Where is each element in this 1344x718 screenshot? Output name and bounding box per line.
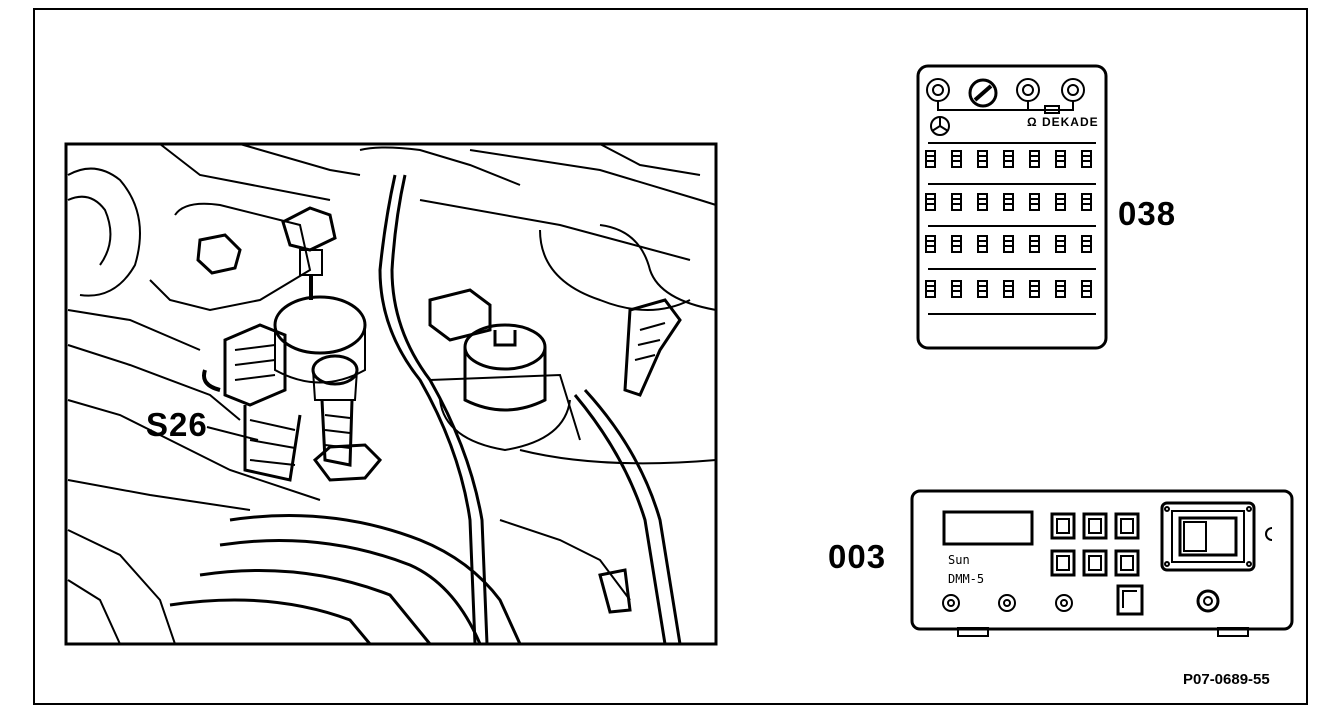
decade-switch-icon [925,235,936,253]
decade-switch-icon [1081,235,1092,253]
decade-switch-mark [926,155,935,162]
decade-switch-icon [1055,150,1066,168]
decade-switch-icon [1029,235,1040,253]
multimeter [910,489,1294,637]
decade-switch-mark [1082,240,1091,247]
multimeter-code: 003 [828,538,887,575]
decade-switch-mark [926,285,935,292]
decade-switch-icon [951,193,962,211]
adjust-knob-icon [968,78,998,108]
decade-switch-icon [1029,280,1040,298]
decade-switch-mark [952,240,961,247]
decade-switch-mark [978,285,987,292]
component-label-s26: S26 [146,406,208,443]
decade-switch-icon [925,193,936,211]
input-jacks [942,589,1220,613]
figure-frame [33,8,1308,705]
decade-switch-mark [952,155,961,162]
multimeter-brand: Sun [948,553,970,567]
decade-switch-mark [1004,240,1013,247]
engine-bay-illustration [64,142,718,646]
decade-box [916,64,1108,350]
decade-switch-mark [1030,285,1039,292]
decade-switch-icon [1081,280,1092,298]
decade-switch-icon [951,150,962,168]
decade-switch-mark [1056,240,1065,247]
decade-switch-icon [925,150,936,168]
decade-switch-mark [926,198,935,205]
decade-switch-icon [951,235,962,253]
figure-id: P07-0689-55 [1183,671,1270,688]
decade-switch-icon [1055,193,1066,211]
decade-switch-mark [1030,198,1039,205]
decade-switch-mark [926,240,935,247]
decade-switch-icon [977,193,988,211]
decade-switch-mark [1004,155,1013,162]
decade-switch-row [925,150,1092,298]
decade-switch-mark [1082,198,1091,205]
range-key [1116,584,1144,616]
decade-switch-icon [977,150,988,168]
decade-ohm-label: Ω DEKADE [1027,115,1099,129]
decade-switch-mark [1004,285,1013,292]
decade-switch-mark [978,198,987,205]
decade-switch-mark [1056,285,1065,292]
function-keys [1050,512,1140,577]
decade-switch-mark [1082,285,1091,292]
decade-switch-mark [952,285,961,292]
decade-switch-icon [1003,280,1014,298]
decade-switch-icon [977,280,988,298]
decade-switch-icon [1081,193,1092,211]
decade-switch-mark [1056,155,1065,162]
decade-switch-icon [1003,150,1014,168]
decade-switch-icon [1003,193,1014,211]
decade-switch-mark [1056,198,1065,205]
decade-switch-mark [1030,240,1039,247]
decade-box-code: 038 [1118,195,1177,232]
decade-switch-icon [1081,150,1092,168]
display-window [942,510,1034,546]
decade-switch-icon [951,280,962,298]
decade-switch-icon [925,280,936,298]
decade-switch-mark [1030,155,1039,162]
power-switch-panel [1160,501,1256,572]
decade-switch-mark [978,155,987,162]
decade-switch-icon [1003,235,1014,253]
decade-switch-icon [1055,235,1066,253]
decade-switch-icon [1055,280,1066,298]
decade-switch-mark [978,240,987,247]
decade-switch-icon [1029,150,1040,168]
decade-switch-mark [952,198,961,205]
decade-switch-icon [977,235,988,253]
multimeter-model: DMM-5 [948,572,985,586]
decade-switch-mark [1082,155,1091,162]
decade-switch-mark [1004,198,1013,205]
decade-switch-icon [1029,193,1040,211]
